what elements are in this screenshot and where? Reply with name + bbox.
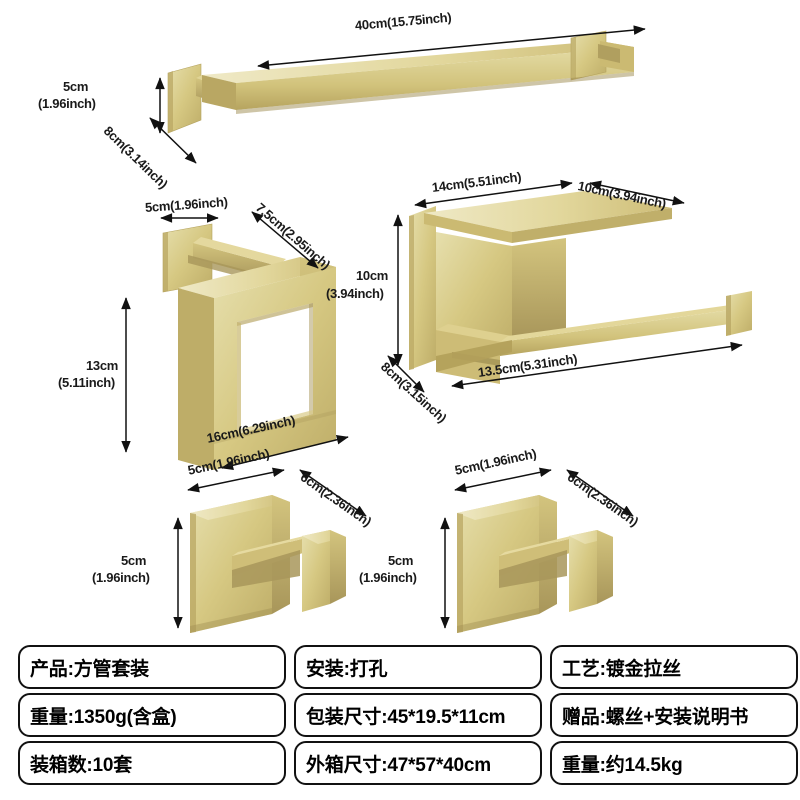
towel-bar-art <box>149 25 646 164</box>
dim-towel-ring-plate-width: 5cm(1.96inch) <box>144 194 229 215</box>
spec-cell-package-size: 包装尺寸:45*19.5*11cm <box>294 693 542 737</box>
spec-cell-weight: 重量:1350g(含盒) <box>18 693 286 737</box>
dim-towel-bar-length: 40cm(15.75inch) <box>354 9 452 33</box>
dim-paper-holder-body-depth: 8cm(3.15inch) <box>377 358 450 426</box>
spec-text-product: 产品:方管套装 <box>30 658 149 680</box>
spec-cell-carton-qty: 装箱数:10套 <box>18 741 286 785</box>
dim-hook-right-height-inch: (1.96inch) <box>359 570 417 585</box>
spec-cell-gift: 赠品:螺丝+安装说明书 <box>550 693 798 737</box>
dim-paper-holder-bar-length: 13.5cm(5.31inch) <box>476 351 579 380</box>
dim-towel-ring-arm-length: 7.5cm(2.95inch) <box>253 199 334 273</box>
dim-towel-ring-height-value: 13cm <box>86 358 119 373</box>
dim-hook-right-plate-width: 5cm(1.96inch) <box>453 445 538 478</box>
spec-text-gift: 赠品:螺丝+安装说明书 <box>562 706 749 728</box>
spec-text-package-size: 包装尺寸:45*19.5*11cm <box>306 706 506 728</box>
dim-paper-holder-shelf-depth: 10cm(3.94inch) <box>576 178 668 212</box>
spec-text-carton-weight: 重量:约14.5kg <box>562 754 683 776</box>
dim-paper-holder-shelf-width: 14cm(5.51inch) <box>431 169 522 195</box>
dim-hook-left-projection: 6cm(2.36inch) <box>297 469 375 530</box>
spec-cell-product: 产品:方管套装 <box>18 645 286 689</box>
spec-text-carton-size: 外箱尺寸:47*57*40cm <box>306 754 491 776</box>
dim-hook-left-plate-width: 5cm(1.96inch) <box>186 445 271 478</box>
dim-towel-ring-height-inch: (5.11inch) <box>58 375 115 390</box>
spec-text-carton-qty: 装箱数:10套 <box>30 754 133 776</box>
dim-towel-bar-depth: 8cm(3.14inch) <box>100 123 171 192</box>
dim-hook-right-projection: 6cm(2.36inch) <box>564 469 642 530</box>
dim-towel-bar-height-inch: (1.96inch) <box>38 96 96 111</box>
dim-towel-bar-height-value: 5cm <box>63 79 89 94</box>
dim-paper-holder-height-inch: (3.94inch) <box>326 286 384 301</box>
dim-towel-ring-width: 16cm(6.29inch) <box>205 412 297 446</box>
spec-cell-carton-size: 外箱尺寸:47*57*40cm <box>294 741 542 785</box>
dim-paper-holder-height-value: 10cm <box>356 268 389 283</box>
spec-text-weight: 重量:1350g(含盒) <box>30 706 177 728</box>
specification-grid: 产品:方管套装 安装:打孔 工艺:镀金拉丝 重量:1350g(含盒) 包装尺寸:… <box>18 645 798 785</box>
spec-text-installation: 安装:打孔 <box>306 658 388 680</box>
spec-cell-carton-weight: 重量:约14.5kg <box>550 741 798 785</box>
spec-cell-craft: 工艺:镀金拉丝 <box>550 645 798 689</box>
spec-text-craft: 工艺:镀金拉丝 <box>562 658 681 680</box>
dim-hook-left-height-value: 5cm <box>121 553 147 568</box>
dim-hook-left-height-inch: (1.96inch) <box>92 570 150 585</box>
spec-cell-installation: 安装:打孔 <box>294 645 542 689</box>
dim-hook-right-height-value: 5cm <box>388 553 414 568</box>
